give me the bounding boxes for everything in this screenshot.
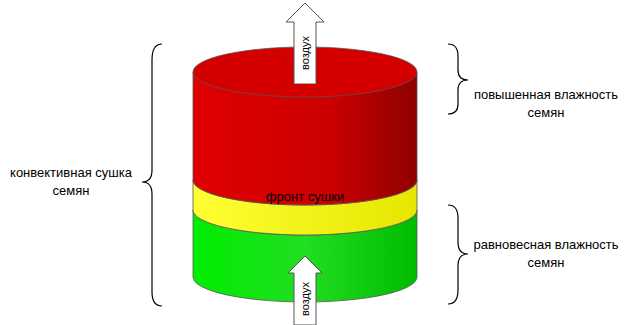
bracket-label: повышенная влажность семян [470, 86, 622, 121]
arrow-outline [288, 256, 322, 325]
air-arrow: воздух [287, 255, 323, 325]
arrow-outline [286, 3, 324, 84]
right-brace-top [448, 44, 468, 114]
right-brace-bottom [448, 205, 468, 304]
band-label: фронт сушки [266, 189, 344, 204]
left-brace [142, 44, 162, 306]
bracket-label: равновесная влажность семян [470, 236, 622, 271]
bracket-label: конвективная сушка семян [4, 164, 138, 199]
arrow-label: воздух [300, 36, 311, 70]
air-arrow: воздух [285, 2, 325, 84]
arrow-label: воздух [300, 282, 311, 316]
drying-front-band: фронт сушки [193, 184, 417, 208]
